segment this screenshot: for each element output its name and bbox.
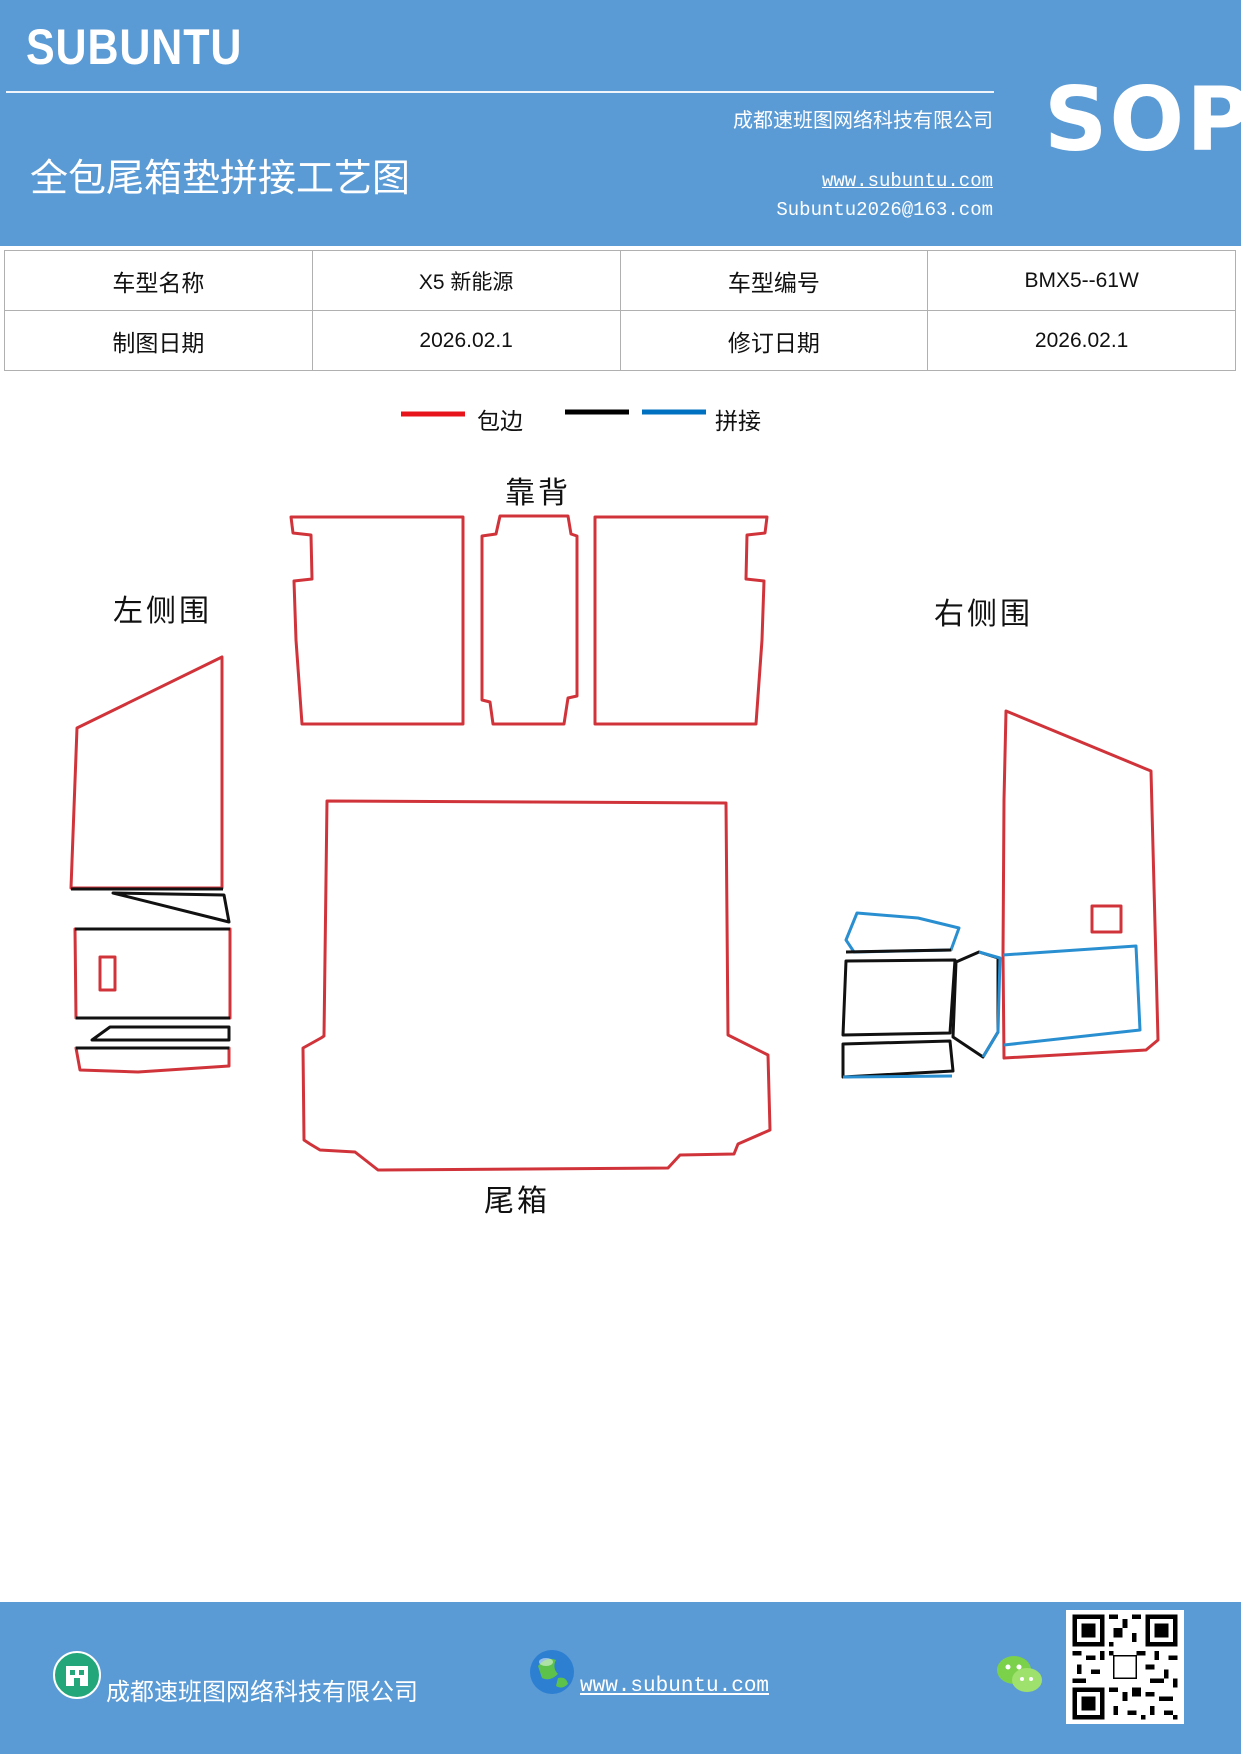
model-name-value: X5 新能源 — [311, 250, 621, 311]
revise-date-label: 修订日期 — [619, 310, 929, 371]
building-icon — [53, 1651, 101, 1699]
left-side-label: 左侧围 — [113, 594, 212, 629]
left-side-cutout — [98, 955, 117, 992]
backrest-label: 靠背 — [505, 476, 571, 511]
left-side-lower-strip — [90, 1025, 231, 1042]
right-side-splice-panel — [1002, 944, 1142, 1047]
footer-company-name: 成都速班图网络科技有限公司 — [106, 1678, 418, 1706]
qr-code — [1066, 1610, 1184, 1724]
draw-date-value: 2026.02.1 — [311, 310, 621, 371]
wechat-icon — [997, 1656, 1042, 1692]
right-side-bottom-splice — [842, 1074, 953, 1079]
trunk-label: 尾箱 — [484, 1184, 550, 1219]
qr-code-pattern — [1068, 1610, 1182, 1724]
model-code-value: BMX5--61W — [927, 250, 1236, 311]
backrest-right-piece — [593, 515, 769, 726]
model-code-label: 车型编号 — [619, 250, 929, 311]
right-side-top-splice-piece — [844, 911, 961, 954]
header-divider — [6, 91, 994, 93]
left-side-upper-piece — [69, 655, 224, 890]
header-email: Subuntu2026@163.com — [776, 199, 993, 221]
right-side-cutout — [1090, 904, 1123, 934]
draw-date-label: 制图日期 — [4, 310, 313, 371]
footer-website-link[interactable]: www.subuntu.com — [580, 1675, 770, 1698]
backrest-left-piece — [289, 515, 465, 726]
right-side-triangle-splice — [978, 950, 1002, 1058]
document-title: 全包尾箱垫拼接工艺图 — [30, 156, 411, 200]
left-side-middle-piece — [73, 927, 232, 1020]
table-row: 制图日期 2026.02.1 修订日期 2026.02.1 — [4, 310, 1236, 371]
revise-date-value: 2026.02.1 — [927, 310, 1236, 371]
right-side-seam — [845, 948, 952, 954]
table-row: 车型名称 X5 新能源 车型编号 BMX5--61W — [4, 250, 1236, 311]
splice-diagram — [69, 409, 1160, 1172]
legend-splice-label: 拼接 — [715, 409, 761, 435]
header-company-name: 成都速班图网络科技有限公司 — [733, 108, 993, 132]
left-side-wedge — [111, 891, 231, 924]
right-side-middle-piece — [841, 958, 957, 1037]
header-banner — [0, 0, 1241, 246]
sop-badge: SOP — [1044, 68, 1241, 171]
left-side-bottom-piece — [74, 1046, 231, 1074]
brand-logo: SUBUNTU — [26, 19, 243, 75]
header-website-link[interactable]: www.subuntu.com — [821, 170, 993, 192]
vehicle-info-table: 车型名称 X5 新能源 车型编号 BMX5--61W 制图日期 2026.02.… — [4, 250, 1236, 371]
right-side-label: 右侧围 — [934, 597, 1033, 632]
globe-icon — [530, 1650, 574, 1694]
right-side-bottom-piece — [841, 1039, 955, 1079]
trunk-floor-piece — [301, 799, 772, 1172]
model-name-label: 车型名称 — [4, 250, 313, 311]
legend-edge-label: 包边 — [477, 409, 523, 435]
backrest-center-piece — [480, 514, 579, 726]
right-side-main-piece — [1001, 709, 1160, 1060]
